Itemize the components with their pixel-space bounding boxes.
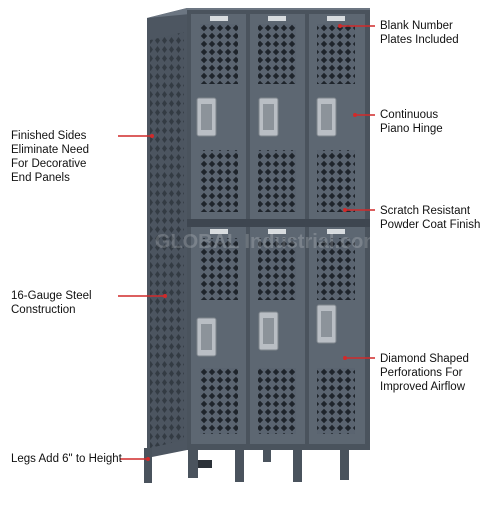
locker-legs <box>144 446 349 483</box>
number-plate <box>327 229 345 234</box>
callout-scratch-resistant: Scratch Resistant Powder Coat Finish <box>380 205 481 231</box>
callout-blank-number-plates: Blank Number Plates Included <box>380 20 459 46</box>
upper-doors <box>191 14 365 219</box>
callout-diamond-perforations: Diamond Shaped Perforations For Improved… <box>380 353 469 393</box>
callout-gauge-steel: 16-Gauge Steel Construction <box>11 290 92 316</box>
callout-lines <box>118 25 375 460</box>
number-plate <box>210 229 228 234</box>
number-plate <box>210 16 228 21</box>
callout-legs-height: Legs Add 6" to Height <box>11 453 122 465</box>
callout-finished-sides: Finished Sides Eliminate Need For Decora… <box>11 130 89 184</box>
lower-doors <box>191 227 365 444</box>
callout-piano-hinge: Continuous Piano Hinge <box>380 109 443 135</box>
number-plate <box>268 229 286 234</box>
watermark: GLOBAL Industrial.com <box>155 231 381 253</box>
number-plate <box>327 16 345 21</box>
number-plate <box>268 16 286 21</box>
